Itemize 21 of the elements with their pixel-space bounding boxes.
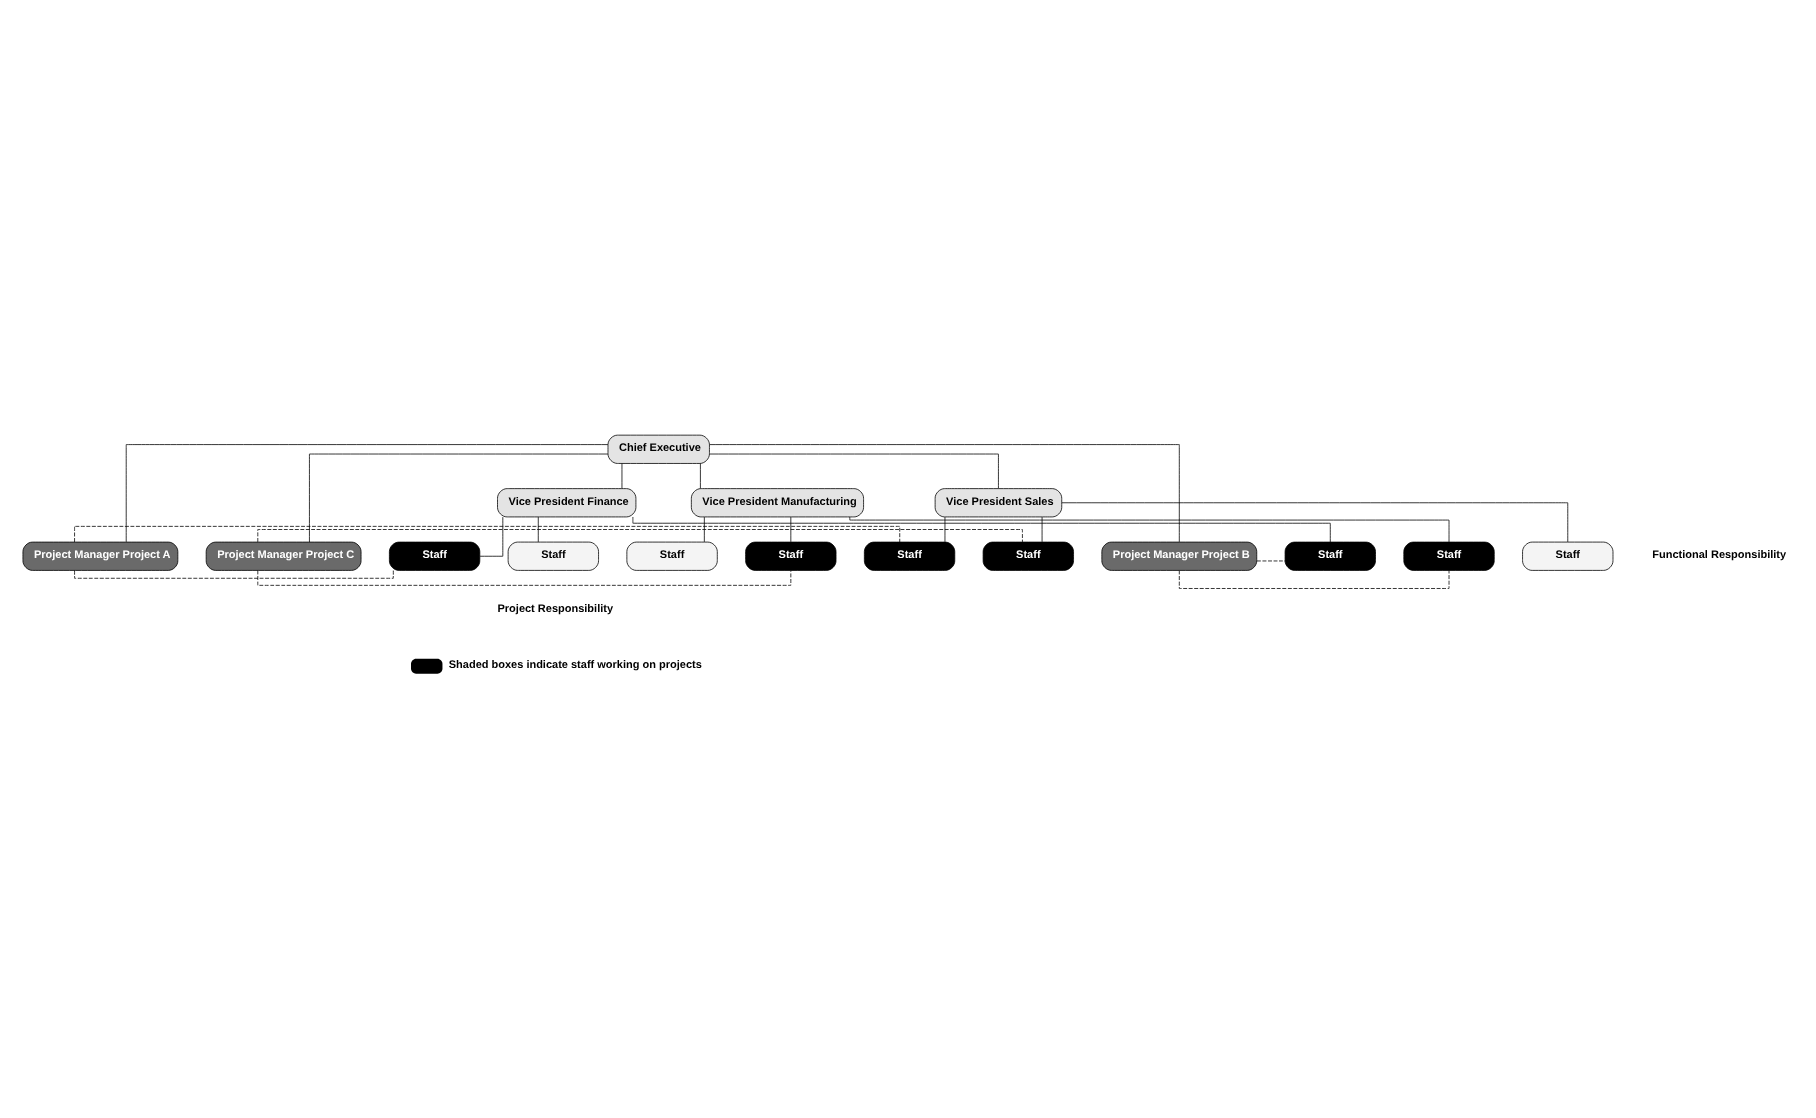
connector (537, 516, 539, 543)
connector (621, 463, 623, 489)
connector (700, 463, 701, 489)
connector (1256, 560, 1286, 562)
connector (74, 570, 394, 579)
connector (944, 516, 946, 543)
connector (703, 516, 705, 543)
connector (309, 453, 609, 543)
connector (257, 529, 1023, 543)
connector (1041, 516, 1043, 543)
connector (125, 444, 609, 543)
connector (709, 453, 999, 489)
connector (1061, 502, 1569, 543)
connector (709, 444, 1180, 543)
connector (632, 516, 1331, 543)
connector (74, 525, 901, 543)
connector (1178, 570, 1450, 589)
connector (790, 516, 792, 543)
connector (849, 516, 1450, 543)
connector (257, 570, 792, 586)
connector (479, 516, 504, 557)
